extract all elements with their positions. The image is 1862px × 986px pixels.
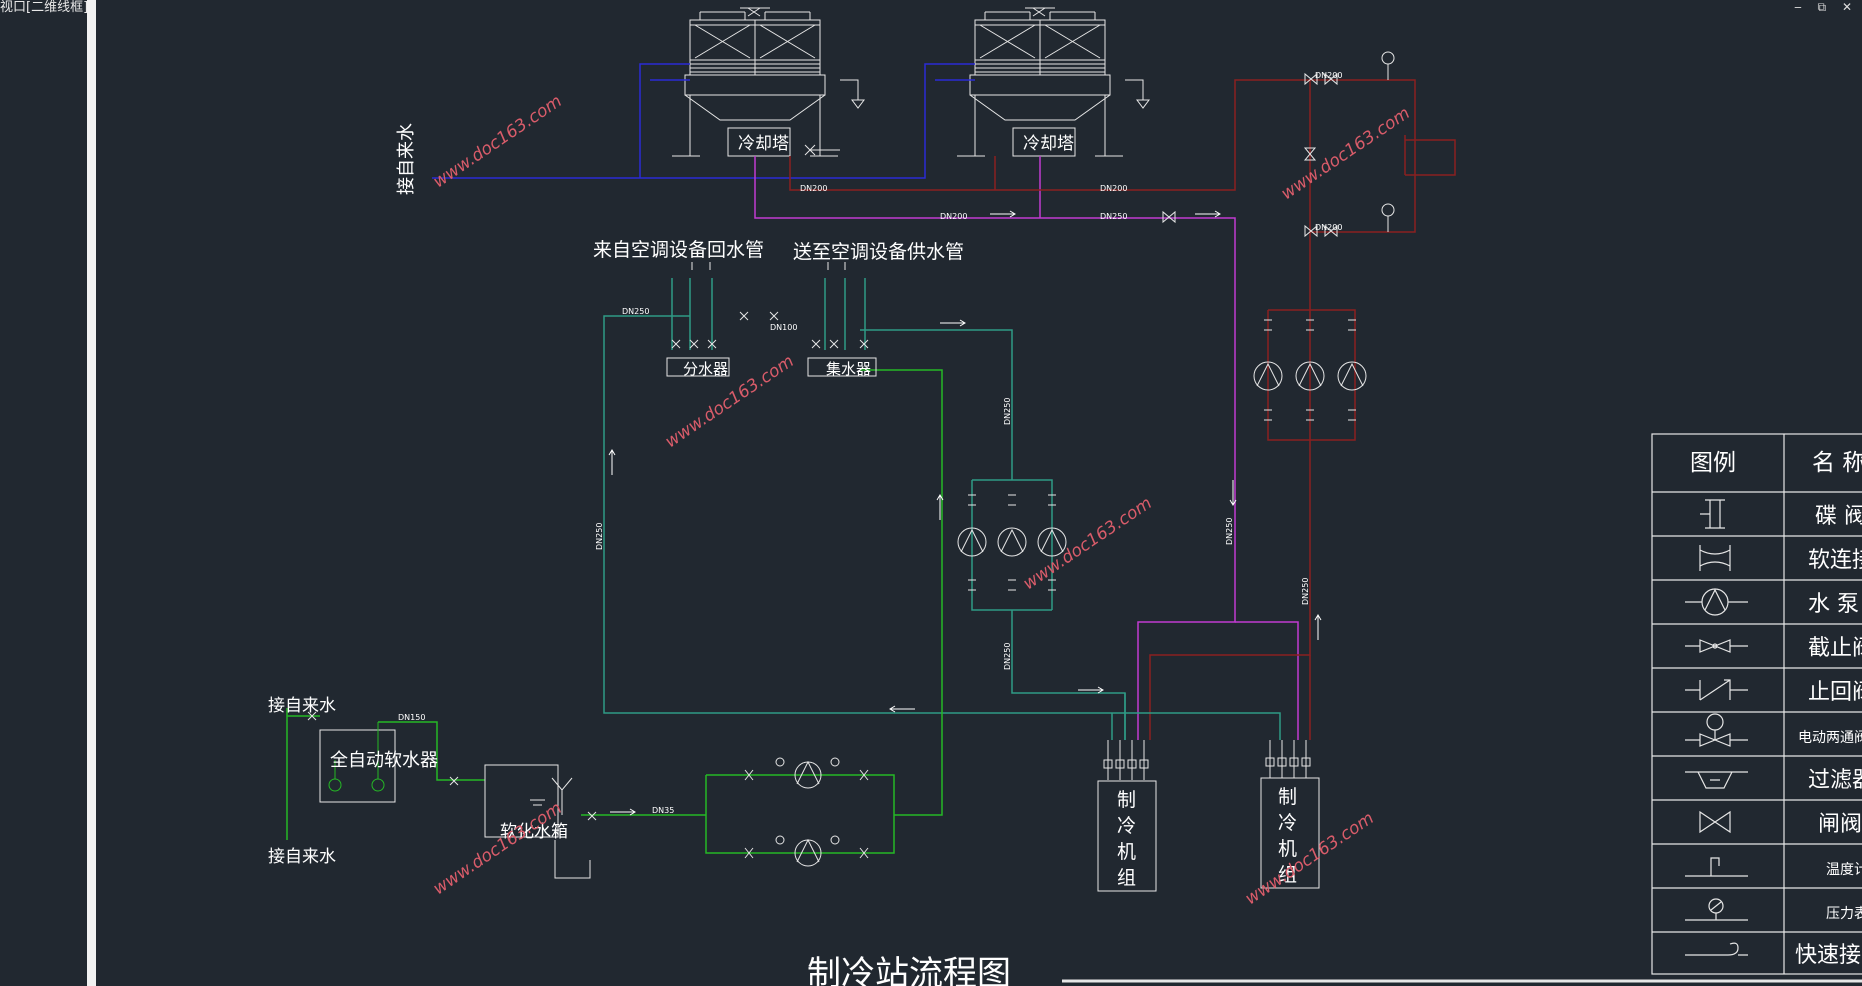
legend-header-name: 名 称 [1812, 450, 1862, 476]
pump-icon [997, 527, 1027, 557]
pipe-size-tag: DN35 [652, 806, 674, 815]
soft-tank-label: 软化水箱 [500, 822, 568, 842]
collector-label: 集水器 [826, 360, 871, 378]
thermometer-icon [1685, 857, 1748, 877]
chiller-unit-1 [1097, 740, 1157, 892]
cooling-pump-group [1253, 319, 1367, 421]
pipe-size-tag: DN200 [1315, 71, 1342, 80]
cooling-supply-pipe [789, 79, 1456, 740]
makeup-pump-group [744, 757, 869, 867]
chiller-1-char: 机 [1117, 841, 1136, 863]
cooling-tower-1-label: 冷却塔 [738, 134, 789, 154]
pump-icon [1037, 527, 1067, 557]
pipe-size-tag: DN250 [1003, 398, 1012, 425]
left-side-panel: 视口[二维线框] [0, 0, 89, 986]
legend-icons [1685, 499, 1748, 956]
pipe-size-tag: DN250 [1100, 212, 1127, 221]
water-softener [319, 722, 396, 803]
chilled-pump-group [957, 494, 1067, 591]
legend-table [1651, 433, 1862, 975]
motor-valve-icon [1685, 713, 1748, 747]
flow-arrows [608, 210, 1322, 816]
makeup-water-pipe [432, 63, 975, 179]
pipe-size-tag: DN100 [770, 323, 797, 332]
chiller-1-char: 组 [1117, 867, 1136, 889]
pipe-size-tag: DN250 [1301, 578, 1310, 605]
chiller-2-char: 组 [1278, 864, 1297, 886]
water-in-left-2-label: 接自来水 [268, 847, 336, 867]
soft-water-pipe [286, 369, 943, 854]
legend-name: 截止阀 [1808, 636, 1862, 661]
watermark-text: www.doc163.com [430, 91, 566, 192]
legend-name: 止回阀 [1808, 680, 1862, 705]
chiller-2-char: 制 [1278, 786, 1297, 808]
pump-icon [1337, 361, 1367, 391]
filter-icon [1685, 771, 1748, 789]
page-title: 制冷站流程图 [807, 954, 1011, 986]
globe-valve-icon [1685, 639, 1748, 653]
pipe-size-tag: DN200 [800, 184, 827, 193]
legend-name: 闸阀 [1818, 812, 1862, 837]
chiller-unit-2 [1260, 740, 1320, 889]
chiller-2-char: 冷 [1278, 812, 1297, 834]
pressure-gauge-icon [1685, 898, 1748, 921]
pipe-size-tag: DN250 [1003, 643, 1012, 670]
watermarks: www.doc163.com www.doc163.com www.doc163… [430, 91, 1414, 909]
pipe-size-tag: DN250 [1225, 518, 1234, 545]
legend-name: 温度计 [1826, 862, 1862, 878]
legend-header-symbol: 图例 [1690, 450, 1736, 476]
valve-symbols [307, 51, 1395, 821]
soft-water-tank [484, 764, 591, 879]
pipe-size-tag: DN150 [398, 713, 425, 722]
legend-name: 水 泵 [1808, 592, 1859, 617]
legend-name: 电动两通阀 [1798, 730, 1862, 746]
viewport-label[interactable]: 视口[二维线框] [0, 0, 89, 15]
pump-icon [1295, 361, 1325, 391]
pipe-size-tag: DN250 [595, 523, 604, 550]
legend-name: 软连接 [1808, 548, 1862, 573]
pump-icon [1253, 361, 1283, 391]
water-in-top-label: 接自来水 [396, 123, 417, 195]
chiller-1-char: 冷 [1117, 815, 1136, 837]
watermark-text: www.doc163.com [1278, 103, 1414, 204]
watermark-text: www.doc163.com [430, 798, 566, 899]
divider-label: 分水器 [683, 360, 728, 378]
cooling-return-pipe [754, 156, 1299, 740]
check-valve-icon [1685, 679, 1748, 701]
window-controls[interactable]: ‒ ⧉ ✕ [1794, 0, 1858, 14]
watermark-text: www.doc163.com [1242, 808, 1378, 909]
legend-name: 快速接头 [1795, 943, 1862, 968]
legend-name: 碟 阀 [1815, 504, 1862, 529]
butterfly-valve-icon [1700, 499, 1725, 529]
gate-valve-icon [1699, 810, 1731, 834]
chiller-2-char: 机 [1278, 838, 1297, 860]
pipe-size-tag: DN200 [940, 212, 967, 221]
soft-joint-icon [1699, 545, 1731, 571]
pipe-size-tag: DN250 [622, 307, 649, 316]
pipe-size-tag: DN200 [1315, 223, 1342, 232]
legend-name: 压力表 [1826, 906, 1862, 922]
legend-name: 过滤器 [1808, 768, 1862, 793]
distributor-and-collector [666, 262, 877, 377]
chilled-water-pipe [603, 278, 1281, 740]
pump-icon [957, 527, 987, 557]
panel-divider[interactable] [87, 0, 96, 986]
softener-label: 全自动软水器 [330, 750, 438, 771]
cooling-tower-2 [957, 7, 1150, 157]
chiller-1-char: 制 [1117, 789, 1136, 811]
water-in-left-1-label: 接自来水 [268, 696, 336, 716]
watermark-text: www.doc163.com [1020, 493, 1156, 594]
pump-icon [1685, 588, 1748, 616]
quick-coupling-icon [1685, 942, 1748, 956]
cooling-tower-2-label: 冷却塔 [1023, 134, 1074, 154]
pipe-size-tag: DN200 [1100, 184, 1127, 193]
cooling-tower-1 [672, 7, 865, 157]
supply-to-ac-label: 送至空调设备供水管 [793, 241, 964, 263]
return-from-ac-label: 来自空调设备回水管 [593, 239, 764, 261]
